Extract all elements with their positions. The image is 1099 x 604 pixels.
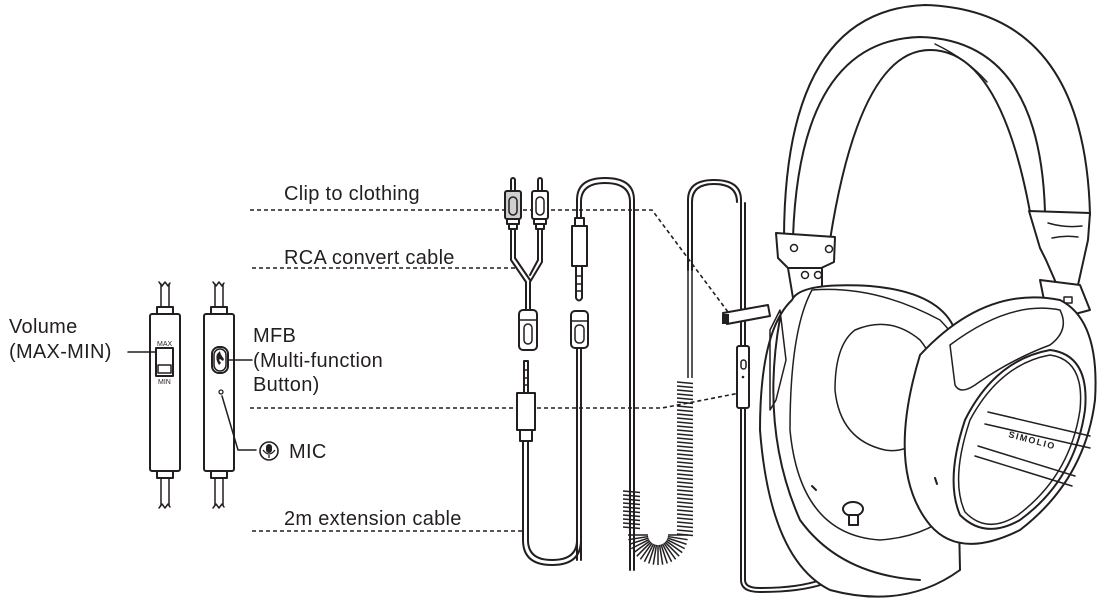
label-volume: Volume bbox=[9, 316, 78, 338]
coil-loop bbox=[664, 541, 680, 557]
coil-loop bbox=[622, 502, 641, 506]
coil-loop bbox=[676, 493, 694, 497]
adapter-cable bbox=[570, 177, 635, 571]
coil-loop bbox=[667, 537, 687, 545]
coil-loop bbox=[622, 498, 641, 502]
coil-loop bbox=[643, 543, 655, 563]
coil-loop bbox=[665, 540, 683, 554]
coil-loop bbox=[652, 544, 658, 565]
coil-loop bbox=[676, 389, 694, 393]
coil-loop bbox=[622, 522, 641, 526]
coil-loop bbox=[661, 543, 673, 563]
coil-loop bbox=[622, 526, 641, 530]
min-label: MIN bbox=[158, 379, 171, 386]
coil-loop bbox=[639, 542, 653, 560]
leader-lines bbox=[250, 209, 746, 532]
coil-loop bbox=[676, 525, 694, 529]
coil-loop bbox=[676, 497, 694, 501]
coil-loop bbox=[676, 405, 694, 409]
coil-loop bbox=[628, 535, 649, 541]
coil-loop bbox=[630, 538, 650, 550]
volume-remote: MAX MIN bbox=[127, 281, 181, 509]
headphones: SIMOLIO bbox=[759, 4, 1097, 598]
coil-loop bbox=[676, 469, 694, 473]
coil-loop bbox=[676, 397, 694, 401]
coil-loop bbox=[636, 541, 652, 557]
coil-loop bbox=[648, 544, 656, 564]
coil-loop bbox=[676, 501, 694, 505]
coil-loop bbox=[676, 441, 694, 445]
coil-loop bbox=[676, 433, 694, 437]
coil-loop bbox=[622, 494, 641, 498]
microphone-icon bbox=[259, 441, 279, 461]
coil-loop bbox=[676, 513, 694, 517]
coil-loop bbox=[676, 453, 694, 457]
coil-loop bbox=[676, 529, 694, 533]
coil-loop bbox=[676, 437, 694, 441]
label-mfb-desc-2: Button) bbox=[253, 374, 320, 396]
label-extension-cable: 2m extension cable bbox=[284, 508, 462, 530]
coil-loop bbox=[622, 506, 641, 510]
coil-loop bbox=[676, 465, 694, 469]
label-rca-convert-cable: RCA convert cable bbox=[284, 247, 455, 269]
coil-loop bbox=[676, 473, 694, 477]
coil-loop bbox=[676, 485, 694, 489]
label-clip-to-clothing: Clip to clothing bbox=[284, 183, 420, 205]
coil-loop bbox=[676, 413, 694, 417]
coil-loop bbox=[676, 517, 694, 521]
coil-loop bbox=[622, 518, 641, 522]
volume-slider bbox=[155, 347, 174, 377]
coil-loop bbox=[676, 417, 694, 421]
coil-loop bbox=[676, 477, 694, 481]
coil-loop bbox=[676, 429, 694, 433]
coil-lead bbox=[687, 270, 693, 378]
label-mic: MIC bbox=[289, 441, 327, 463]
coil-loop bbox=[676, 425, 694, 429]
coil-loop bbox=[676, 385, 694, 389]
leader-clip bbox=[250, 209, 729, 313]
coil-loop bbox=[633, 540, 651, 554]
coil-loop bbox=[676, 461, 694, 465]
coil-loop bbox=[660, 544, 668, 564]
coil-loop bbox=[676, 445, 694, 449]
mic-hole bbox=[218, 389, 224, 395]
coil-loop bbox=[629, 537, 649, 545]
leader-mfb-mic bbox=[250, 391, 746, 409]
coil bbox=[622, 270, 694, 565]
coil-loop bbox=[622, 514, 641, 518]
extension-cable bbox=[516, 360, 582, 566]
label-mfb: MFB bbox=[253, 325, 297, 347]
coil-loop bbox=[676, 449, 694, 453]
coil-loop bbox=[676, 381, 694, 385]
coil-loop bbox=[676, 409, 694, 413]
mfb-remote bbox=[203, 281, 257, 509]
coil-loop bbox=[676, 401, 694, 405]
phone-handset-icon bbox=[216, 351, 224, 365]
coil-loop bbox=[666, 538, 686, 550]
coiled-cable bbox=[622, 179, 861, 593]
coil-loop bbox=[622, 510, 641, 514]
clothing-clip bbox=[722, 304, 771, 325]
rca-cable bbox=[504, 177, 549, 351]
coil-loop bbox=[676, 505, 694, 509]
coil-loop bbox=[676, 489, 694, 493]
coil-loop bbox=[676, 457, 694, 461]
label-mfb-desc-1: (Multi-function bbox=[253, 350, 384, 372]
coil-loop bbox=[667, 535, 688, 541]
coil-loop bbox=[663, 542, 677, 560]
coil-loop bbox=[622, 490, 641, 494]
coil-loop bbox=[676, 509, 694, 513]
coil-loop bbox=[658, 544, 664, 565]
max-label: MAX bbox=[157, 341, 173, 348]
coil-loop bbox=[676, 393, 694, 397]
label-volume-range: (MAX-MIN) bbox=[9, 341, 112, 363]
coil-loop bbox=[676, 521, 694, 525]
coil-loop bbox=[676, 481, 694, 485]
coil-loop bbox=[676, 421, 694, 425]
